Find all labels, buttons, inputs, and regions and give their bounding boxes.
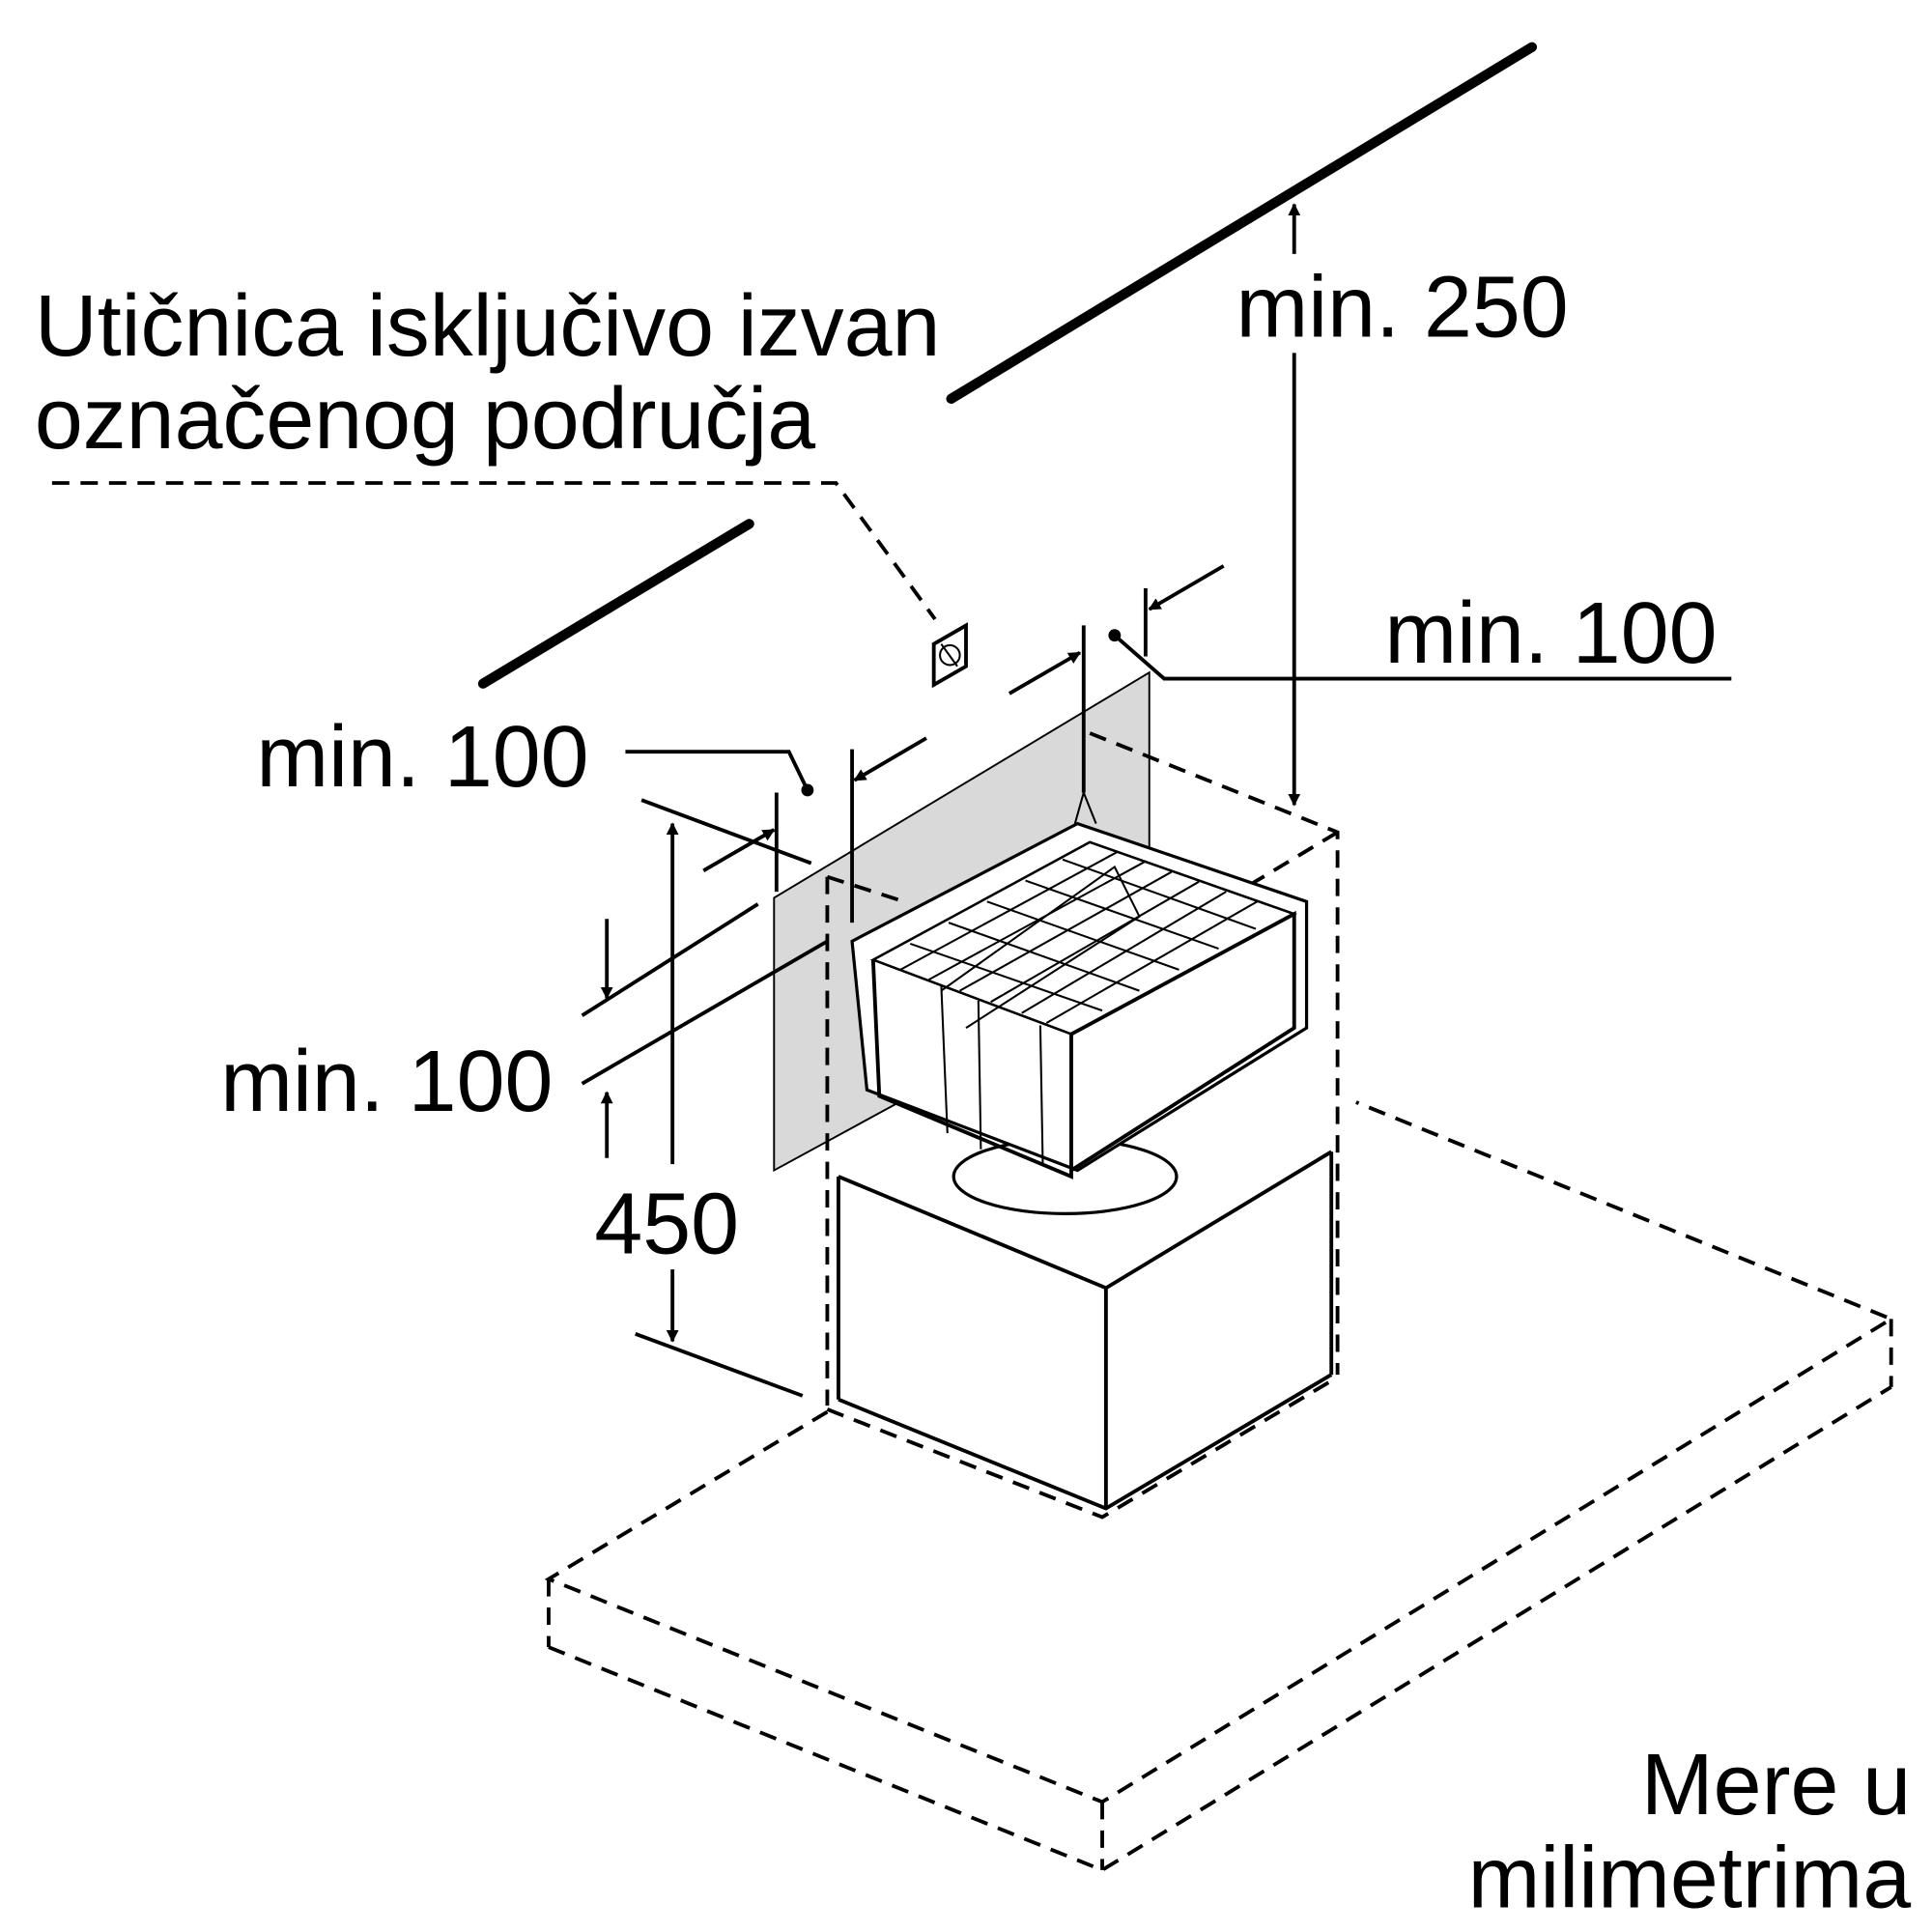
- socket-leader: [51, 481, 937, 621]
- right-clearance-dimension: [1008, 564, 1732, 793]
- lower-clearance-label: min. 100: [220, 1034, 553, 1130]
- left-clearance-label: min. 100: [256, 709, 588, 806]
- units-line1: Mere u: [1641, 1737, 1911, 1833]
- chimney-outline: [825, 731, 1340, 1406]
- wall-line: [477, 519, 754, 689]
- units-line2: milimetrima: [1468, 1830, 1912, 1926]
- height-dimensions: [581, 798, 829, 1398]
- socket-icon: [931, 622, 968, 689]
- socket-note-line2: označenog područja: [35, 371, 815, 468]
- hood-canopy-outline: [544, 1100, 1895, 1873]
- ceiling-line: [946, 42, 1538, 404]
- height-label: 450: [594, 1176, 739, 1272]
- left-clearance-dimension: [625, 736, 927, 923]
- carbon-filter-icon: [850, 789, 1309, 1179]
- right-clearance-label: min. 100: [1384, 585, 1717, 682]
- socket-note-line1: Utičnica isključivo izvan: [35, 278, 941, 375]
- ceiling-clearance-label: min. 250: [1236, 260, 1568, 356]
